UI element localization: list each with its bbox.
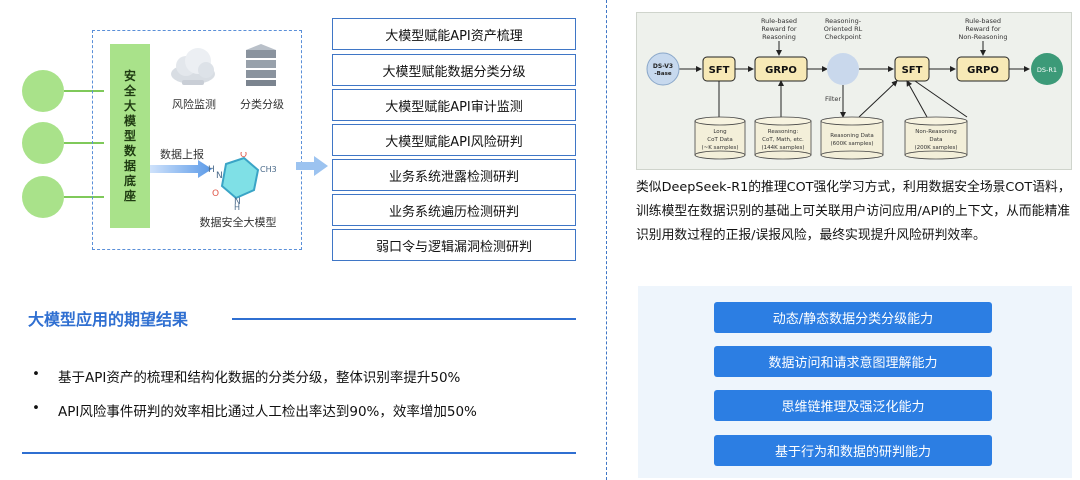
capability-label: 基于行为和数据的研判能力	[774, 445, 931, 460]
list-item-leak-detect: 业务系统泄露检测研判	[332, 159, 576, 191]
capability-button-classify[interactable]: 动态/静态数据分类分级能力	[714, 302, 992, 333]
training-flow-panel: Rule-based Reward for Reasoning Reasonin…	[636, 12, 1072, 170]
db-reasoning-cot-l1: Reasoning:	[768, 129, 799, 135]
db-reasoning-cot-l3: (144K samples)	[761, 145, 804, 151]
db-reasoning-data-l2: (600K samples)	[830, 141, 873, 147]
node-rl-checkpoint	[827, 53, 859, 85]
source-node-1	[22, 70, 64, 112]
molecule-atom-n1: N	[216, 171, 223, 181]
bullet-text: API风险事件研判的效率相比通过人工检出率达到90%，效率增加50%	[58, 404, 477, 420]
output-arrow-icon	[296, 156, 328, 176]
label-rule2-l3: Non-Reasoning	[958, 33, 1007, 41]
data-base-box: 安全大模型数据底座	[110, 44, 150, 228]
capability-label: 动态/静态数据分类分级能力	[772, 312, 934, 327]
list-item-label: 大模型赋能数据分类分级	[382, 64, 526, 80]
list-item-traverse-detect: 业务系统遍历检测研判	[332, 194, 576, 226]
molecule-atom-h1: H	[208, 165, 215, 175]
list-item-api-asset: 大模型赋能API资产梳理	[332, 18, 576, 50]
bullet-item-1: • 基于API资产的梳理和结构化数据的分类分级，整体识别率提升50%	[32, 366, 460, 386]
section-divider	[606, 0, 607, 480]
db-non-reasoning: Non-Reasoning Data (200K samples)	[904, 116, 968, 160]
capability-label: 数据访问和请求意图理解能力	[768, 356, 938, 371]
report-arrow-icon	[150, 160, 212, 178]
list-item-label: 大模型赋能API资产梳理	[385, 28, 523, 44]
label-rl-l1: Reasoning-	[825, 17, 862, 25]
node-grpo-1-label: GRPO	[765, 65, 797, 76]
bullet-text: 基于API资产的梳理和结构化数据的分类分级，整体识别率提升50%	[58, 370, 461, 386]
node-ds-r1	[1031, 53, 1063, 85]
db-reasoning-cot: Reasoning: CoT, Math, etc. (144K samples…	[754, 116, 812, 160]
db-reasoning-cot-l2: CoT, Math, etc.	[762, 137, 804, 143]
node-sft-1-label: SFT	[709, 65, 730, 76]
list-item-label: 大模型赋能API审计监测	[385, 99, 523, 115]
report-label: 数据上报	[160, 148, 204, 161]
label-rl-l2: Oriented RL	[824, 25, 863, 33]
db-long-cot-l3: (~K samples)	[701, 145, 738, 151]
bullet-item-2: • API风险事件研判的效率相比通过人工检出率达到90%，效率增加50%	[32, 400, 477, 420]
db-non-reasoning-l2: Data	[929, 137, 942, 143]
db-long-cot: Long CoT Data (~K samples)	[694, 116, 746, 160]
data-base-label: 安全大模型数据底座	[123, 68, 136, 203]
llm-label: 数据安全大模型	[199, 216, 277, 229]
db-non-reasoning-l1: Non-Reasoning	[915, 129, 957, 135]
connector-line-1	[64, 90, 104, 92]
list-item-api-audit: 大模型赋能API审计监测	[332, 89, 576, 121]
list-item-label: 大模型赋能API风险研判	[385, 134, 523, 150]
molecule-atom-o1: O	[240, 152, 247, 160]
results-title-rule	[232, 318, 576, 320]
list-item-label: 业务系统遍历检测研判	[388, 204, 519, 220]
label-rl-l3: Checkpoint	[825, 33, 862, 41]
molecule-atom-n2: N	[234, 197, 241, 207]
filter-label: Filter	[825, 95, 841, 103]
node-sft-2-label: SFT	[902, 65, 923, 76]
label-rule1-l2: Reward for	[761, 25, 797, 33]
connector-line-3	[64, 196, 104, 198]
server-stack-icon	[246, 44, 276, 86]
risk-monitor-label: 风险监测	[172, 98, 216, 111]
node-grpo-2	[956, 56, 1010, 82]
molecule-atom-ch3: CH3	[260, 165, 276, 174]
node-ds-v3-sub: -Base	[654, 71, 671, 77]
label-rule1-l3: Reasoning	[762, 33, 796, 41]
list-item-weak-password: 弱口令与逻辑漏洞检测研判	[332, 229, 576, 261]
bullet-dot: •	[32, 366, 40, 382]
training-flow-diagram: Rule-based Reward for Reasoning Reasonin…	[646, 17, 1063, 160]
capability-button-cot[interactable]: 思维链推理及强泛化能力	[714, 390, 992, 421]
cloud-icon	[171, 48, 215, 85]
db-long-cot-l2: CoT Data	[707, 137, 732, 143]
capability-label: 思维链推理及强泛化能力	[781, 400, 925, 415]
platform-dashed-frame	[92, 30, 302, 250]
node-ds-r1-label: DS-R1	[1037, 66, 1057, 74]
node-ds-v3	[646, 52, 680, 86]
db-reasoning-data-l1: Reasoning Data	[830, 133, 873, 139]
list-item-label: 弱口令与逻辑漏洞检测研判	[375, 239, 532, 255]
classify-label: 分类分级	[240, 98, 284, 111]
description-text: 类似DeepSeek-R1的推理COT强化学习方式，利用数据安全场景COT语料，…	[636, 180, 1071, 243]
molecule-atom-o2: O	[212, 189, 219, 199]
node-grpo-2-label: GRPO	[967, 65, 999, 76]
db-long-cot-l1: Long	[713, 129, 726, 135]
list-item-api-risk: 大模型赋能API风险研判	[332, 124, 576, 156]
list-item-data-classify: 大模型赋能数据分类分级	[332, 54, 576, 86]
label-rule2-l2: Reward for	[965, 25, 1001, 33]
list-item-label: 业务系统泄露检测研判	[388, 169, 519, 185]
label-rule2-l1: Rule-based	[965, 17, 1001, 25]
capability-button-judge[interactable]: 基于行为和数据的研判能力	[714, 435, 992, 466]
node-ds-v3-label: DS-V3	[653, 63, 673, 70]
source-node-3	[22, 176, 64, 218]
bottom-rule	[22, 452, 576, 454]
bullet-dot: •	[32, 400, 40, 416]
db-non-reasoning-l3: (200K samples)	[914, 145, 957, 151]
source-node-2	[22, 122, 64, 164]
capability-button-intent[interactable]: 数据访问和请求意图理解能力	[714, 346, 992, 377]
molecule-icon: H N O CH3 O N H	[208, 152, 276, 210]
connector-line-2	[64, 142, 104, 144]
results-title: 大模型应用的期望结果	[28, 310, 189, 329]
molecule-atom-h2: H	[234, 203, 240, 210]
label-rule1-l1: Rule-based	[761, 17, 797, 25]
db-reasoning-data: Reasoning Data (600K samples)	[820, 116, 884, 160]
